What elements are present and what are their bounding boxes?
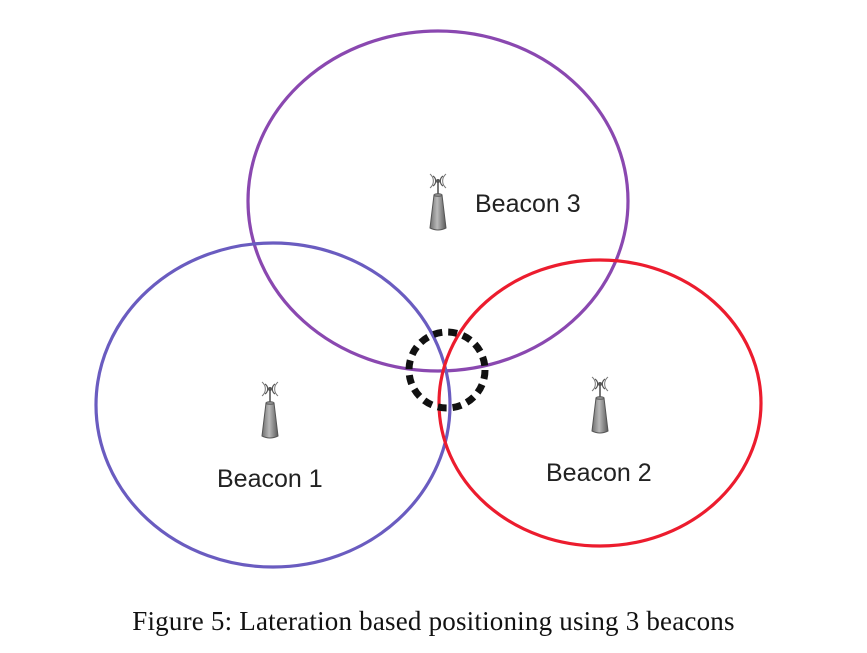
beacon-2-label: Beacon 2: [546, 459, 652, 487]
beacon-3-tower-icon: [429, 173, 447, 231]
beacon-2-tower-icon: [591, 376, 609, 434]
beacon-3-label: Beacon 3: [475, 190, 581, 218]
estimated-position-circle: [405, 328, 489, 412]
figure-caption: Figure 5: Lateration based positioning u…: [132, 606, 735, 636]
beacon-1-label: Beacon 1: [217, 465, 323, 493]
beacon-2-range-circle: [437, 258, 763, 548]
beacon-1-range-circle: [94, 241, 452, 569]
beacon-1-tower-icon: [261, 381, 279, 439]
beacon-3-range-circle: [246, 29, 630, 373]
